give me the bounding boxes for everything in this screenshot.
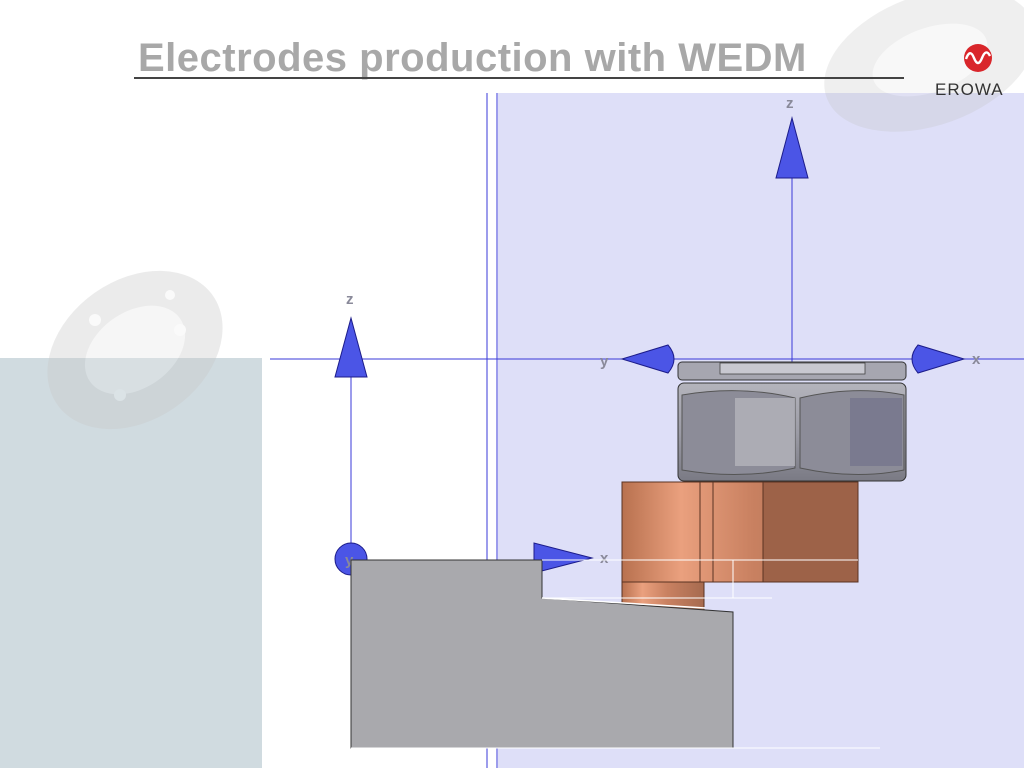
right-axis-triad: z y x: [600, 95, 981, 374]
right-y-label: y: [600, 353, 609, 370]
y-axis-arrow-icon: [620, 344, 675, 374]
right-x-label: x: [972, 351, 981, 368]
left-x-label: x: [600, 550, 609, 567]
left-axis-triad: z y x: [334, 291, 609, 576]
slide-title: Electrodes production with WEDM: [138, 36, 807, 80]
pallet-watermark-left: [47, 270, 223, 430]
erowa-logo-icon: [964, 44, 992, 72]
z-axis-arrow-icon: [775, 116, 809, 179]
z-axis-arrow-icon: [334, 316, 368, 378]
workpiece-block: [350, 559, 880, 749]
title-underline: [134, 77, 904, 79]
electrode-holder-chuck: [677, 361, 907, 482]
copper-electrode: [621, 481, 859, 611]
left-y-label: y: [345, 552, 354, 569]
x-axis-arrow-icon: [911, 344, 966, 374]
brand-wordmark: EROWA: [935, 80, 1004, 99]
x-axis-arrow-icon: [533, 542, 594, 574]
left-z-label: z: [346, 291, 354, 308]
right-z-label: z: [786, 95, 794, 112]
left-gray-panel: [0, 358, 262, 768]
